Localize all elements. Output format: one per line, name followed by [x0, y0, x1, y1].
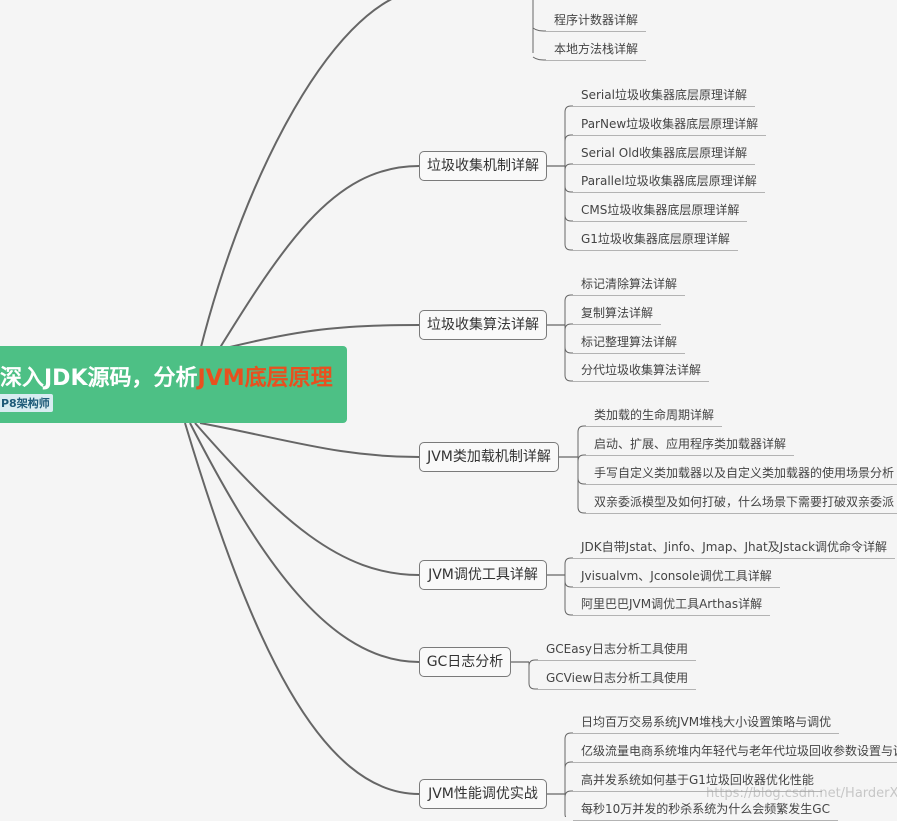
leaf-ecommerce-gc[interactable]: 亿级流量电商系统堆内年轻代与老年代垃圾回收参数设置与调优 — [573, 741, 897, 763]
branch-tuning-tools[interactable]: JVM调优工具详解 — [419, 560, 547, 590]
root-topic[interactable]: 深入JDK源码，分析JVM底层原理 P8架构师 — [0, 346, 347, 423]
connector-gc-algorithms-leaf-3 — [564, 325, 573, 382]
leaf-serial-old-gc[interactable]: Serial Old收集器底层原理详解 — [573, 143, 756, 165]
connector-tuning-tools-leaf-1 — [564, 575, 573, 588]
leaf-class-lifecycle[interactable]: 类加载的生命周期详解 — [586, 405, 723, 427]
connector-gc-mechanism-leaf-1 — [564, 134, 573, 166]
connector-root-branch-6 — [184, 422, 420, 795]
connector-gc-mechanism-leaf-2 — [564, 163, 573, 171]
leaf-mark-compact[interactable]: 标记整理算法详解 — [573, 332, 686, 354]
leaf-parallel-gc[interactable]: Parallel垃圾收集器底层原理详解 — [573, 171, 765, 193]
connector-gc-mechanism-leaf-5 — [564, 166, 573, 251]
connector-leaf-program-counter — [532, 27, 547, 32]
root-title-main: 深入JDK源码，分析 — [0, 366, 198, 391]
leaf-gceasy[interactable]: GCEasy日志分析工具使用 — [538, 639, 696, 661]
leaf-jdk-tools[interactable]: JDK自带Jstat、Jinfo、Jmap、Jhat及Jstack调优命令详解 — [573, 537, 896, 559]
connector-root-branch-4 — [194, 422, 420, 576]
connector-class-loading-leaf-1 — [577, 454, 586, 462]
leaf-seckill-gc[interactable]: 每秒10万并发的秒杀系统为什么会频繁发生GC — [573, 799, 838, 821]
leaf-million-trades[interactable]: 日均百万交易系统JVM堆栈大小设置策略与调优 — [573, 712, 840, 734]
connector-class-loading-leaf-2 — [577, 457, 586, 485]
connector-perf-tuning-leaf-0 — [564, 732, 573, 794]
root-tag-badge: P8架构师 — [0, 394, 53, 412]
branch-perf-tuning[interactable]: JVM性能调优实战 — [419, 779, 547, 809]
connector-tuning-tools-leaf-0 — [564, 557, 573, 575]
watermark: https://blog.csdn.net/HarderXin — [706, 786, 897, 801]
leaf-g1-tuning[interactable]: 高并发系统如何基于G1垃圾回收器优化性能 — [573, 770, 822, 792]
connector-root-branch-5 — [189, 422, 420, 663]
leaf-copying[interactable]: 复制算法详解 — [573, 303, 662, 325]
root-title-accent: JVM底层原理 — [197, 366, 333, 391]
leaf-cms-gc[interactable]: CMS垃圾收集器底层原理详解 — [573, 200, 748, 222]
connector-class-loading-leaf-3 — [577, 457, 586, 514]
root-title: 深入JDK源码，分析JVM底层原理 — [0, 360, 333, 392]
leaf-jvisualvm[interactable]: Jvisualvm、Jconsole调优工具详解 — [573, 566, 780, 588]
connector-top-spine — [532, 0, 534, 53]
connector-tuning-tools-leaf-2 — [564, 575, 573, 616]
connector-gc-log-leaf-1 — [528, 662, 538, 690]
leaf-parnew-gc[interactable]: ParNew垃圾收集器底层原理详解 — [573, 114, 767, 136]
leaf-serial-gc[interactable]: Serial垃圾收集器底层原理详解 — [573, 85, 755, 107]
leaf-custom-class-loader[interactable]: 手写自定义类加载器以及自定义类加载器的使用场景分析 — [586, 463, 897, 485]
leaf-generational[interactable]: 分代垃圾收集算法详解 — [573, 360, 710, 382]
connector-gc-algorithms-leaf-2 — [564, 325, 573, 354]
connector-perf-tuning-leaf-1 — [564, 761, 573, 794]
connector-root-branch-3 — [199, 422, 420, 458]
branch-class-loading[interactable]: JVM类加载机制详解 — [419, 442, 559, 472]
connector-class-loading-leaf-0 — [577, 425, 586, 457]
connector-perf-tuning-leaf-2 — [564, 790, 573, 798]
connector-root-branch-2 — [229, 324, 420, 348]
connector-gc-mechanism-leaf-0 — [564, 105, 573, 166]
connector-gc-mechanism-leaf-4 — [564, 166, 573, 222]
leaf-mark-sweep[interactable]: 标记清除算法详解 — [573, 274, 686, 296]
leaf-native-method-stack[interactable]: 本地方法栈详解 — [546, 39, 647, 61]
branch-gc-mechanism[interactable]: 垃圾收集机制详解 — [419, 151, 547, 181]
connector-leaf-native-stack — [532, 56, 547, 61]
branch-gc-log[interactable]: GC日志分析 — [419, 647, 511, 677]
leaf-parent-delegation[interactable]: 双亲委派模型及如何打破，什么场景下需要打破双亲委派 — [586, 492, 897, 514]
connector-root-branch-1 — [199, 165, 420, 381]
leaf-program-counter[interactable]: 程序计数器详解 — [546, 10, 647, 32]
leaf-class-loaders[interactable]: 启动、扩展、应用程序类加载器详解 — [586, 434, 795, 456]
connector-perf-tuning-leaf-3 — [564, 794, 567, 817]
connector-gc-algorithms-leaf-1 — [564, 323, 573, 331]
leaf-gcview[interactable]: GCView日志分析工具使用 — [538, 668, 697, 690]
connector-gc-mechanism-leaf-3 — [564, 166, 573, 193]
leaf-g1-gc[interactable]: G1垃圾收集器底层原理详解 — [573, 229, 738, 251]
connector-gc-log-leaf-0 — [528, 659, 538, 667]
branch-gc-algorithms[interactable]: 垃圾收集算法详解 — [419, 310, 547, 340]
connector-root-top — [189, 0, 393, 396]
leaf-arthas[interactable]: 阿里巴巴JVM调优工具Arthas详解 — [573, 594, 771, 616]
connector-gc-algorithms-leaf-0 — [564, 294, 573, 325]
